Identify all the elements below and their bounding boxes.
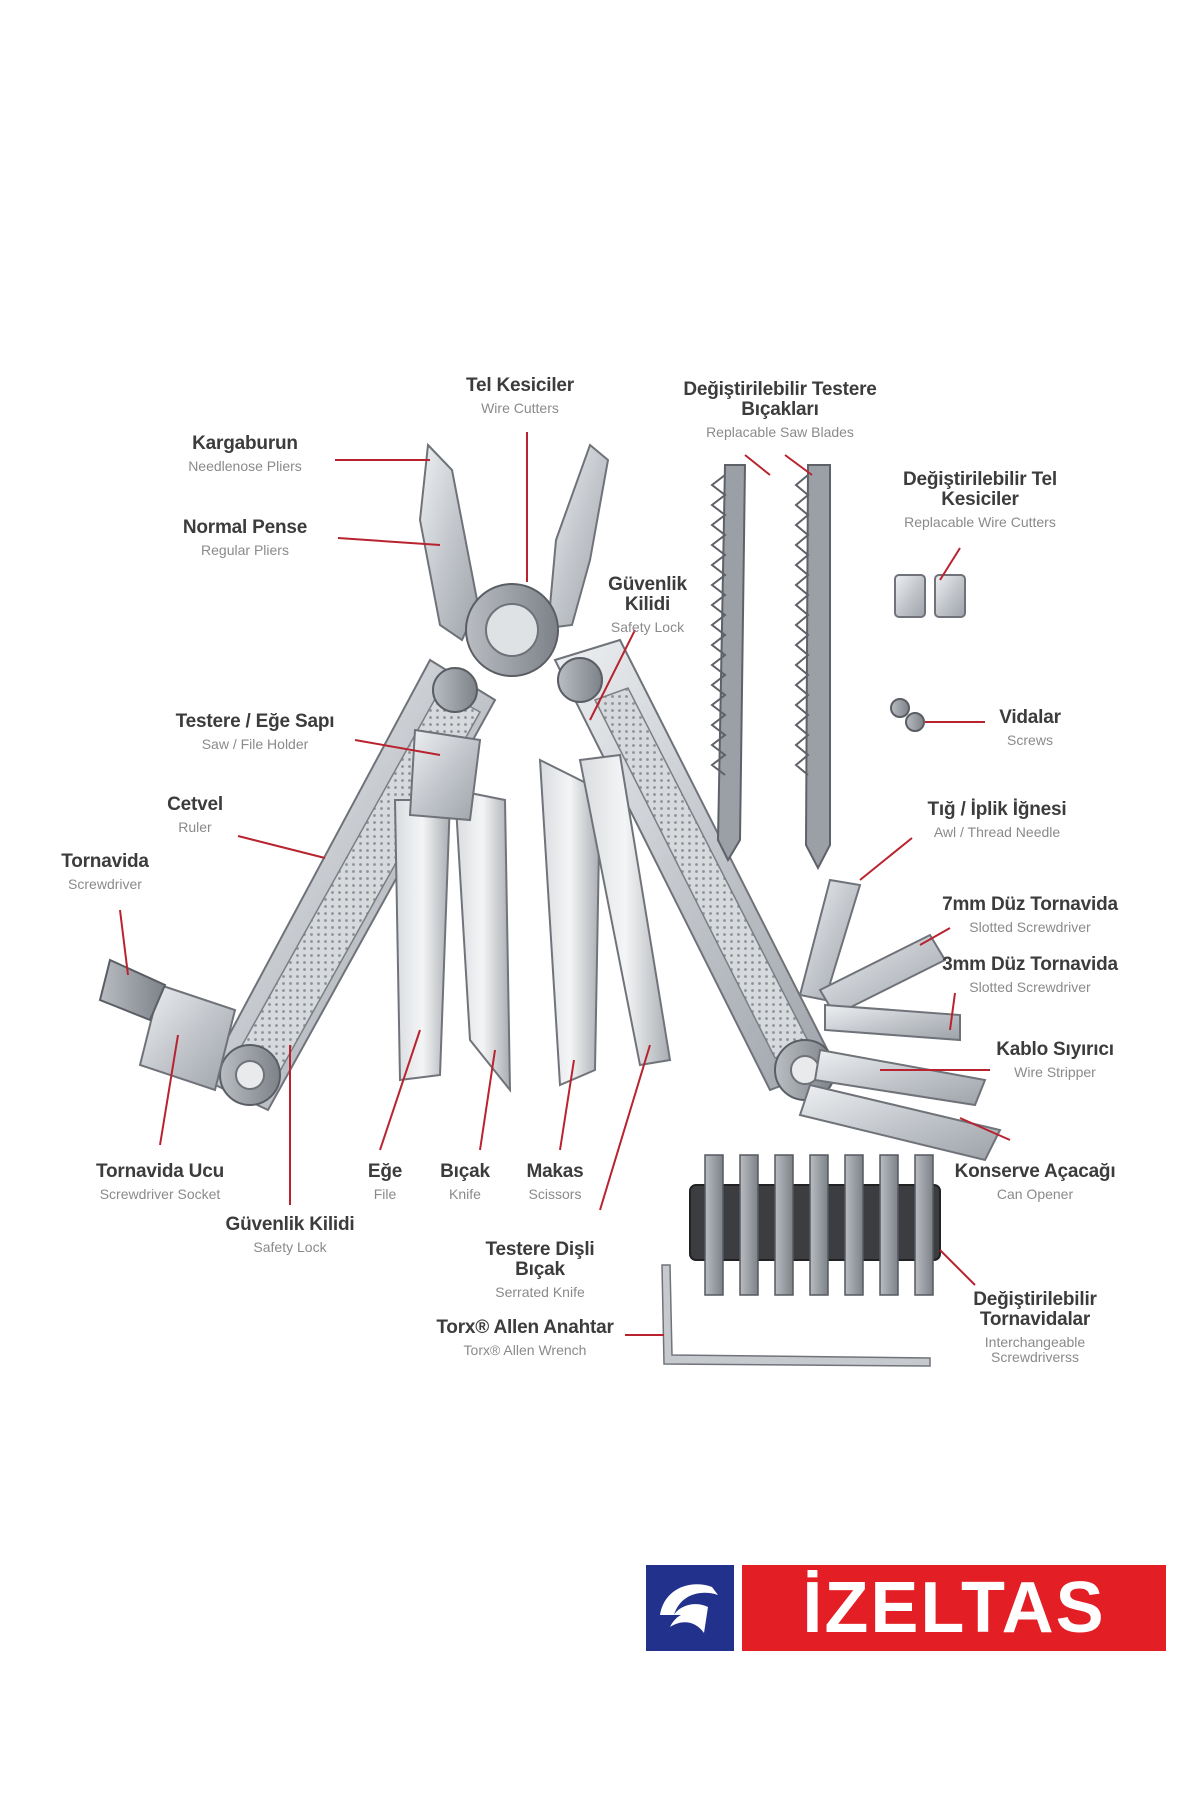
label-wire-cutters-tr: Tel Kesiciler [466,375,574,396]
label-slotted-7mm-tr: 7mm Düz Tornavida [942,894,1118,915]
screws-parts [890,698,925,732]
label-replacable-saw-blades-tr: Değiştirilebilir Testere Bıçakları [683,379,877,420]
label-replacable-wire-cutters: Değiştirilebilir Tel Kesiciler Replacabl… [880,470,1080,530]
leader-lines [119,432,1011,1336]
label-scissors-en: Scissors [528,1185,582,1202]
label-wire-cutters-en: Wire Cutters [481,399,559,416]
label-wire-stripper-en: Wire Stripper [1014,1063,1096,1080]
label-screws-en: Screws [1007,731,1053,748]
label-wire-stripper-tr: Kablo Sıyırıcı [996,1039,1114,1060]
label-awl-en: Awl / Thread Needle [933,823,1061,840]
label-replacable-saw-blades: Değiştirilebilir Testere Bıçakları Repla… [680,380,880,440]
label-needlenose-pliers: Kargaburun Needlenose Pliers [160,434,330,474]
label-can-opener-tr: Konserve Açacağı [954,1161,1116,1182]
label-screwdriver: Tornavida Screwdriver [50,852,160,892]
label-needlenose-pliers-tr: Kargaburun [192,433,298,454]
label-slotted-3mm: 3mm Düz Tornavida Slotted Screwdriver [930,955,1130,995]
label-screwdriver-socket-en: Screwdriver Socket [99,1185,221,1202]
label-interchangeable-screwdrivers: Değiştirilebilir Tornavidalar Interchang… [950,1290,1120,1364]
label-file: Eğe File [355,1162,415,1202]
label-screwdriver-en: Screwdriver [68,875,142,892]
label-safety-lock-bottom: Güvenlik Kilidi Safety Lock [210,1215,370,1255]
saw-blades [710,464,831,871]
label-safety-lock-top-tr: Güvenlik Kilidi [608,574,687,615]
label-slotted-7mm-en: Slotted Screwdriver [969,918,1091,935]
logo-swirl-icon [660,1584,718,1633]
label-screwdriver-socket-tr: Tornavida Ucu [96,1161,224,1182]
label-saw-file-holder-en: Saw / File Holder [201,735,309,752]
label-screwdriver-socket: Tornavida Ucu Screwdriver Socket [70,1162,250,1202]
label-ruler-en: Ruler [178,818,212,835]
label-regular-pliers-tr: Normal Pense [182,517,308,538]
label-wire-stripper: Kablo Sıyırıcı Wire Stripper [970,1040,1140,1080]
right-handle [553,638,837,1101]
label-serrated-knife-tr: Testere Dişli Bıçak [485,1239,595,1280]
label-safety-lock-top-en: Safety Lock [610,618,685,635]
label-slotted-7mm: 7mm Düz Tornavida Slotted Screwdriver [930,895,1130,935]
label-can-opener-en: Can Opener [996,1185,1074,1202]
izeltas-logo-mark [646,1565,734,1651]
label-slotted-3mm-en: Slotted Screwdriver [969,978,1091,995]
label-allen-wrench-tr: Torx® Allen Anahtar [436,1317,614,1338]
label-regular-pliers-en: Regular Pliers [201,541,289,558]
allen-wrench [661,1264,931,1367]
label-safety-lock-bottom-en: Safety Lock [253,1238,327,1255]
label-file-tr: Eğe [367,1161,403,1182]
label-knife-tr: Bıçak [440,1161,490,1182]
izeltas-logo-text: İZELTAS [742,1565,1166,1651]
label-replacable-saw-blades-en: Replacable Saw Blades [706,423,854,440]
label-serrated-knife-en: Serrated Knife [495,1283,585,1300]
label-slotted-3mm-tr: 3mm Düz Tornavida [942,954,1118,975]
label-scissors-tr: Makas [526,1161,584,1182]
label-interchangeable-screwdrivers-en: Interchangeable Screwdriverss [984,1333,1086,1365]
label-ruler: Cetvel Ruler [150,795,240,835]
label-replacable-wire-cutters-en: Replacable Wire Cutters [904,513,1056,530]
label-safety-lock-bottom-tr: Güvenlik Kilidi [225,1214,355,1235]
label-screws-tr: Vidalar [999,707,1061,728]
label-can-opener: Konserve Açacağı Can Opener [940,1162,1130,1202]
label-serrated-knife: Testere Dişli Bıçak Serrated Knife [470,1240,610,1300]
label-saw-file-holder-tr: Testere / Eğe Sapı [175,711,335,732]
label-regular-pliers: Normal Pense Regular Pliers [160,518,330,558]
replacable-wire-cutters-parts [894,574,966,618]
label-allen-wrench-en: Torx® Allen Wrench [463,1341,587,1358]
label-needlenose-pliers-en: Needlenose Pliers [188,457,302,474]
label-interchangeable-screwdrivers-tr: Değiştirilebilir Tornavidalar [973,1289,1097,1330]
label-allen-wrench: Torx® Allen Anahtar Torx® Allen Wrench [425,1318,625,1358]
label-safety-lock-top: Güvenlik Kilidi Safety Lock [590,575,705,635]
label-ruler-tr: Cetvel [167,794,223,815]
pliers-jaws [418,442,610,677]
label-file-en: File [373,1185,397,1202]
label-screws: Vidalar Screws [985,708,1075,748]
label-awl: Tığ / İplik İğnesi Awl / Thread Needle [912,800,1082,840]
bit-holder [689,1154,941,1296]
izeltas-logo: İZELTAS [646,1565,1166,1651]
label-replacable-wire-cutters-tr: Değiştirilebilir Tel Kesiciler [902,469,1058,510]
label-wire-cutters: Tel Kesiciler Wire Cutters [440,376,600,416]
label-saw-file-holder: Testere / Eğe Sapı Saw / File Holder [160,712,350,752]
label-screwdriver-tr: Tornavida [61,851,149,872]
label-scissors: Makas Scissors [515,1162,595,1202]
fan-tools [798,878,1002,1162]
label-knife-en: Knife [449,1185,481,1202]
screwdriver-socket [98,958,237,1092]
label-awl-tr: Tığ / İplik İğnesi [927,799,1067,820]
label-knife: Bıçak Knife [430,1162,500,1202]
